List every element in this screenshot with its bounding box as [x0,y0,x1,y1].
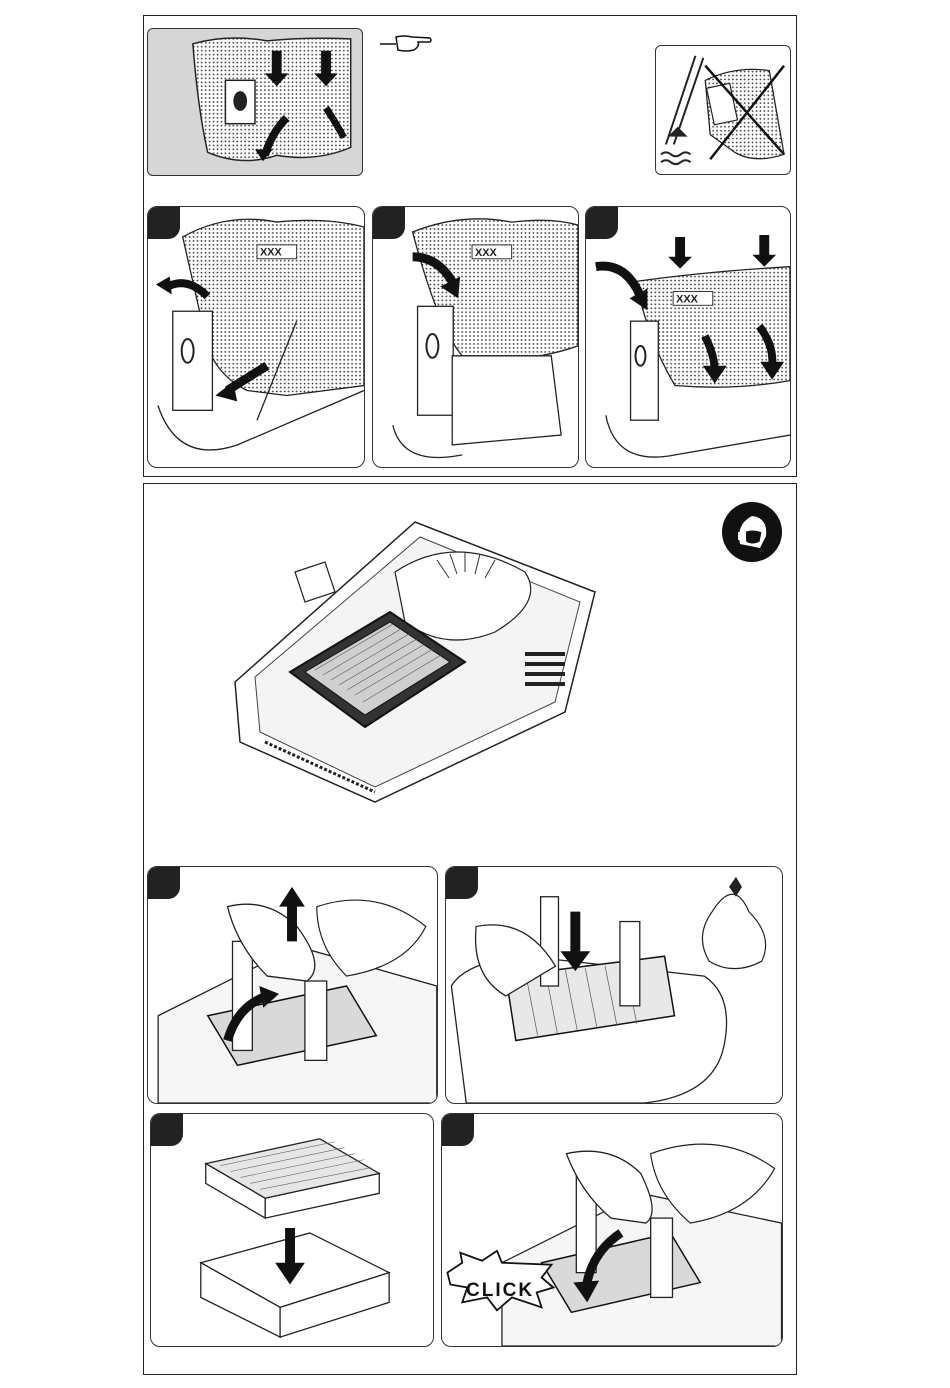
insert-bag-illustration: XXX [586,207,790,467]
dispose-filter-illustration [446,867,782,1103]
click-caption: CLICK [466,1280,534,1302]
bag-label: XXX [475,247,498,259]
bag-overview-illustration [148,29,362,175]
bag-step-2-panel: XXX [372,206,579,468]
filter-step-4-panel: CLICK [441,1113,783,1347]
hand-pointing-icon [378,32,433,61]
lift-filter-illustration [148,867,437,1103]
bag-step-3-panel: XXX [585,206,791,468]
seal-bag-illustration: XXX [373,207,578,467]
overview-panel [147,28,363,176]
filter-step-3-panel [150,1113,434,1347]
reinstall-filter-illustration [442,1114,782,1346]
do-not-wash-bag-icon [656,46,790,174]
insert-filter-illustration [151,1114,433,1346]
filter-step-2-panel [445,866,783,1104]
dust-mask-icon [722,502,782,562]
bag-step-1-panel: XXX [147,206,365,468]
remove-bag-illustration: XXX [148,207,364,467]
bag-label: XXX [260,247,283,259]
vacuum-top-illustration [225,512,610,812]
do-not-wash-panel [655,45,791,175]
bag-label: XXX [676,293,699,305]
filter-step-1-panel [147,866,438,1104]
